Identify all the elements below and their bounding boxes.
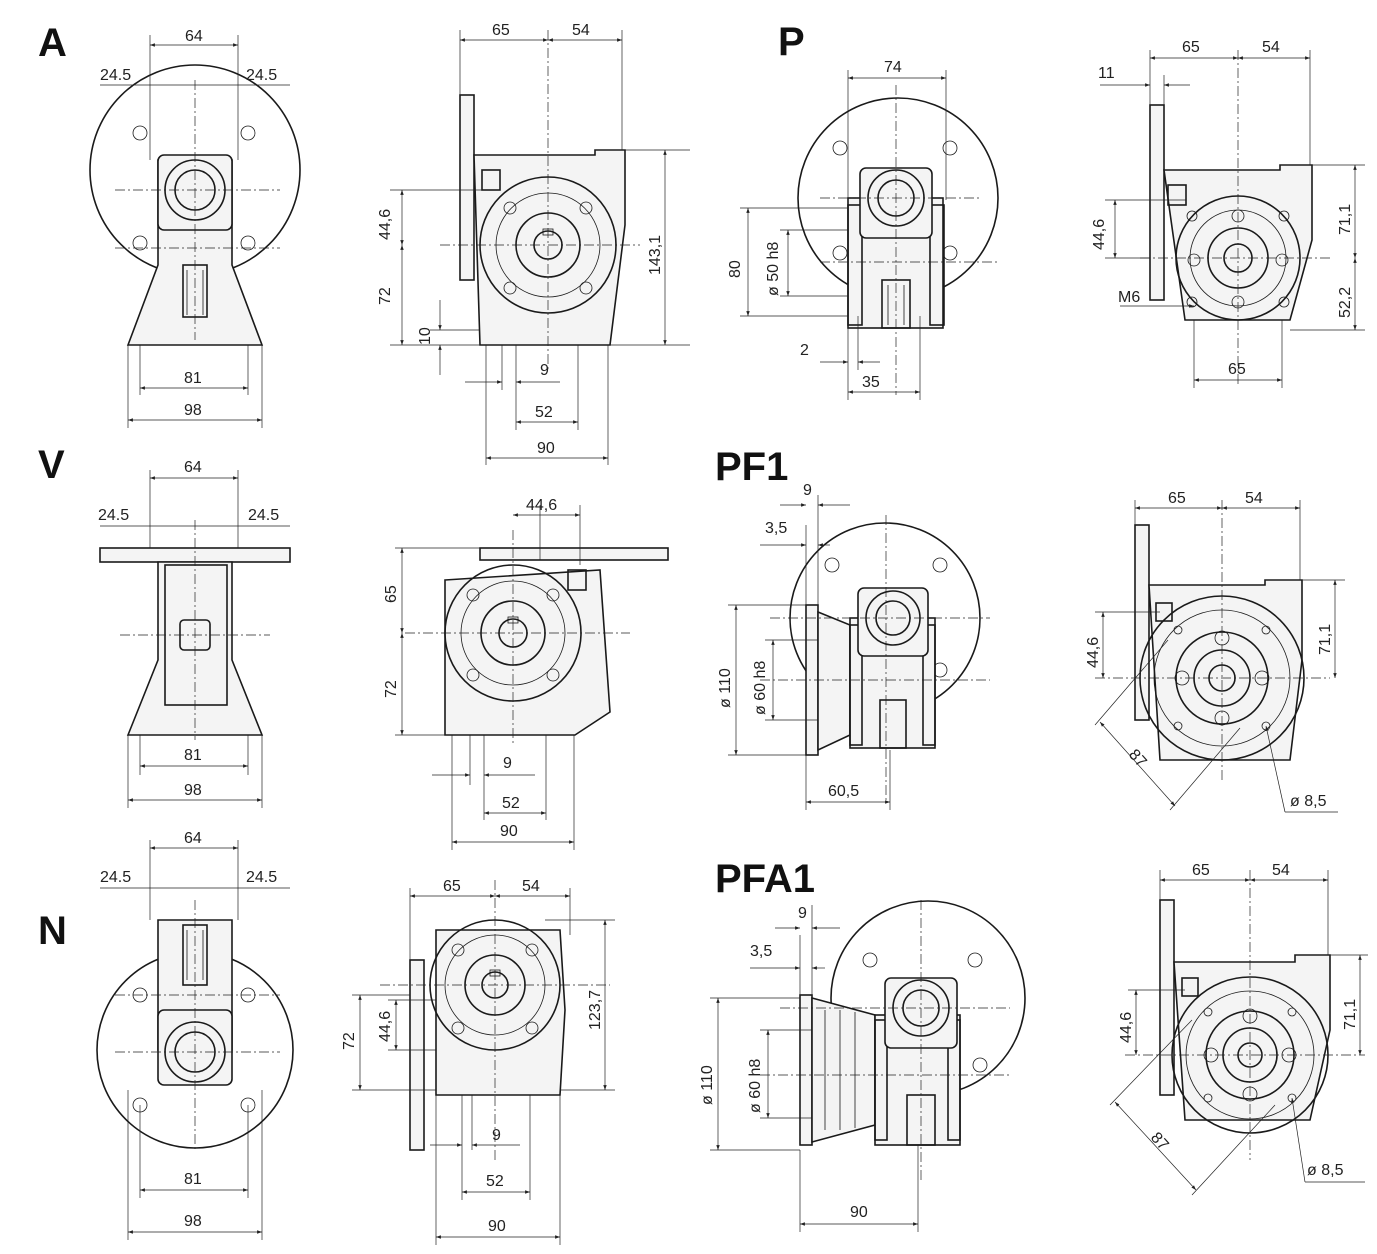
dim-3-5: 3,5	[765, 520, 787, 537]
dim-11: 11	[1098, 65, 1115, 82]
dim-71-1: 71,1	[1337, 204, 1354, 235]
dim-52: 52	[486, 1173, 504, 1190]
view-v-side: 44,6 65 72 9 52 90	[383, 497, 669, 850]
dim-44-6: 44,6	[1085, 637, 1102, 668]
view-v-front: V 64 24.5 24.5 81 98	[38, 443, 291, 808]
dim-65-bottom: 65	[1228, 361, 1246, 378]
dim-65: 65	[443, 878, 461, 895]
dim-81: 81	[184, 747, 202, 764]
dim-80: 80	[727, 260, 744, 278]
dim-60-h8: ø 60 h8	[752, 661, 769, 715]
dim-54: 54	[1245, 490, 1263, 507]
dim-54: 54	[1262, 39, 1280, 56]
view-pfa1-front: PFA1 9 3,5 ø 110 ø 60 h8 90	[699, 857, 1026, 1232]
dim-10: 10	[417, 327, 434, 345]
dim-44-6: 44,6	[377, 1011, 394, 1042]
dim-9: 9	[803, 482, 812, 499]
view-a-title: A	[38, 21, 67, 65]
dim-52-2: 52,2	[1337, 287, 1354, 318]
dim-24-5-left: 24.5	[100, 869, 131, 886]
dim-90: 90	[488, 1218, 506, 1235]
dim-65: 65	[1192, 862, 1210, 879]
dim-54: 54	[522, 878, 540, 895]
dim-44-6: 44,6	[1118, 1012, 1135, 1043]
dim-24-5-right: 24.5	[248, 507, 279, 524]
dim-9: 9	[503, 755, 512, 772]
dim-81: 81	[184, 1171, 202, 1188]
dim-90: 90	[537, 440, 555, 457]
dim-81: 81	[184, 370, 202, 387]
dim-98: 98	[184, 402, 202, 419]
dim-24-5-left: 24.5	[100, 67, 131, 84]
dim-54: 54	[572, 22, 590, 39]
dim-9: 9	[492, 1127, 501, 1144]
label-m6: M6	[1118, 289, 1140, 306]
dim-74: 74	[884, 59, 902, 76]
dim-35: 35	[862, 374, 880, 391]
view-n-side: 65 54 72 44,6 123,7 9 52 90	[341, 878, 615, 1245]
dim-44-6: 44,6	[1091, 219, 1108, 250]
view-pf1-side: 65 54 44,6 71,1 87 ø 8,5	[1085, 490, 1345, 813]
dim-90: 90	[500, 823, 518, 840]
view-n-title: N	[38, 909, 67, 953]
dim-72: 72	[377, 287, 394, 305]
view-pfa1-side: 65 54 44,6 71,1 87 ø 8,5	[1109, 862, 1368, 1196]
dim-143-1: 143,1	[647, 235, 664, 275]
dim-65: 65	[492, 22, 510, 39]
dim-44-6: 44,6	[526, 497, 557, 514]
dim-2: 2	[800, 342, 809, 359]
dim-65: 65	[1168, 490, 1186, 507]
dim-24-5-right: 24.5	[246, 869, 277, 886]
dim-60-h8: ø 60 h8	[747, 1059, 764, 1113]
view-pfa1-title: PFA1	[715, 857, 815, 901]
view-n-front: N 64 24.5 24.5 81 98	[38, 830, 294, 1240]
dim-54: 54	[1272, 862, 1290, 879]
dim-110: ø 110	[717, 668, 734, 708]
dim-65: 65	[383, 585, 400, 603]
view-pf1-title: PF1	[715, 445, 788, 489]
view-p-side: 65 54 11 44,6 M6 71,1 52,2 65	[1091, 39, 1365, 388]
dim-71-1: 71,1	[1317, 624, 1334, 655]
dim-72: 72	[341, 1032, 358, 1050]
dim-8-5: ø 8,5	[1290, 793, 1327, 810]
dim-123-7: 123,7	[587, 990, 604, 1030]
dim-9: 9	[540, 362, 549, 379]
dim-71-1: 71,1	[1342, 999, 1359, 1030]
dim-24-5-right: 24.5	[246, 67, 277, 84]
dim-9: 9	[798, 905, 807, 922]
dim-50-h8: ø 50 h8	[765, 242, 782, 296]
dim-64: 64	[185, 28, 203, 45]
dim-8-5: ø 8,5	[1307, 1162, 1344, 1179]
dim-52: 52	[502, 795, 520, 812]
dim-98: 98	[184, 782, 202, 799]
dim-87: 87	[1147, 1129, 1172, 1154]
dim-60-5: 60,5	[828, 783, 859, 800]
view-v-title: V	[38, 443, 65, 487]
dim-98: 98	[184, 1213, 202, 1230]
dim-44-6: 44,6	[377, 209, 394, 240]
view-p-title: P	[778, 20, 805, 64]
dim-3-5: 3,5	[750, 943, 772, 960]
view-p-front: P 74 80 ø 50 h8 2 35	[727, 20, 1000, 400]
dim-24-5-left: 24.5	[98, 507, 129, 524]
dim-72: 72	[383, 680, 400, 698]
dim-52: 52	[535, 404, 553, 421]
dim-64: 64	[184, 830, 202, 847]
view-pf1-front: PF1 9 3,5 ø 110 ø 60 h8 60,5	[715, 445, 990, 810]
dim-64: 64	[184, 459, 202, 476]
dim-87: 87	[1125, 746, 1150, 771]
dim-110: ø 110	[699, 1065, 716, 1105]
view-a-front: A 64 24.5 24.5 81 98	[38, 21, 301, 428]
view-a-side: 65 54 44,6 72 10 143,1 9 52 90	[377, 22, 690, 465]
dim-65: 65	[1182, 39, 1200, 56]
dim-90: 90	[850, 1204, 868, 1221]
